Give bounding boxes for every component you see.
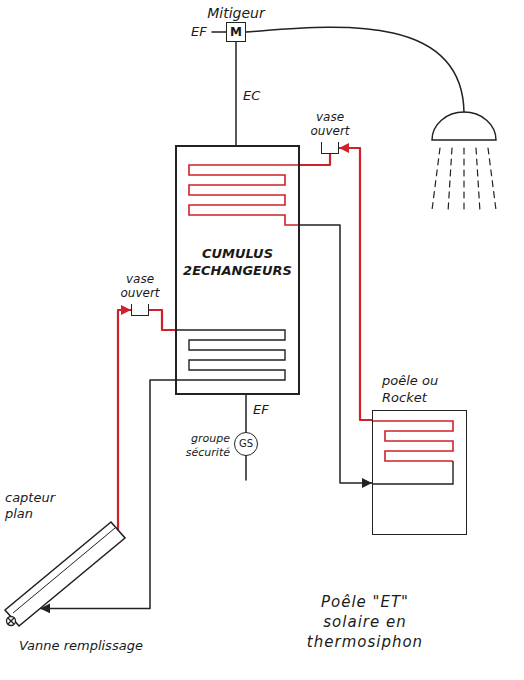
- collector-label: capteur plan: [5, 490, 75, 522]
- collector-panel: [5, 522, 125, 627]
- safety-circle: GS: [234, 432, 258, 456]
- valve-box: M: [226, 22, 246, 42]
- water-jets: [432, 148, 496, 214]
- shower-head: [432, 112, 496, 140]
- vessel-cup: [131, 304, 149, 316]
- caption: Poêle "ET" solaire en thermosiphon: [290, 592, 440, 652]
- upper-coil: [189, 165, 298, 225]
- stove-label: poêle ou Rocket: [372, 372, 462, 406]
- safety-label-holder: groupe sécurité: [172, 432, 230, 460]
- stove-return-coil: [373, 461, 453, 484]
- expansion-vessel: vase ouvert: [110, 272, 170, 316]
- stove-box: poêle ou Rocket: [372, 372, 467, 535]
- shower-pipe: [246, 27, 464, 112]
- vessel-label: vase ouvert: [304, 110, 356, 138]
- hot-pipe: [300, 154, 330, 165]
- collector-outline: [5, 522, 125, 626]
- valve-label: Vanne remplissage: [18, 638, 144, 653]
- vessel-cup: [321, 142, 339, 154]
- hot-pipe: [339, 148, 372, 420]
- cold-water-inlet: [245, 456, 247, 480]
- collector-glazing: [13, 528, 115, 613]
- safety-group: groupe sécurité GS: [172, 432, 258, 460]
- lower-coil: [177, 330, 285, 380]
- mixing-valve: MitigeurM: [196, 4, 276, 42]
- valve-heading: Mitigeur: [207, 4, 264, 22]
- safety-label: groupe sécurité: [172, 432, 230, 460]
- stove-hot-coil: [373, 421, 453, 461]
- solar-collector: capteur plan: [5, 490, 130, 627]
- safety-code: GS: [239, 439, 253, 449]
- pipe-label: EF: [190, 24, 208, 39]
- cold-water-pipe: [212, 31, 226, 33]
- storage-tank: CUMULUS 2ECHANGEURS: [175, 145, 300, 395]
- hot-pipe: [149, 310, 175, 330]
- expansion-vessel: vase ouvert: [300, 110, 360, 154]
- stove-body: [372, 410, 467, 535]
- cold-pipe: [235, 42, 237, 145]
- stove-coil: [373, 411, 465, 533]
- valve-letter: M: [230, 26, 242, 38]
- cold-pipe: [245, 395, 247, 432]
- pipe-label: EF: [252, 402, 270, 417]
- pipe-label: EC: [242, 88, 261, 103]
- vessel-label: vase ouvert: [114, 272, 166, 300]
- tank-label: CUMULUS 2ECHANGEURS: [181, 245, 294, 279]
- hot-pipe: [118, 310, 131, 530]
- cold-pipe: [300, 225, 372, 483]
- collector-frame: [5, 522, 125, 627]
- fill-valve: [7, 617, 16, 626]
